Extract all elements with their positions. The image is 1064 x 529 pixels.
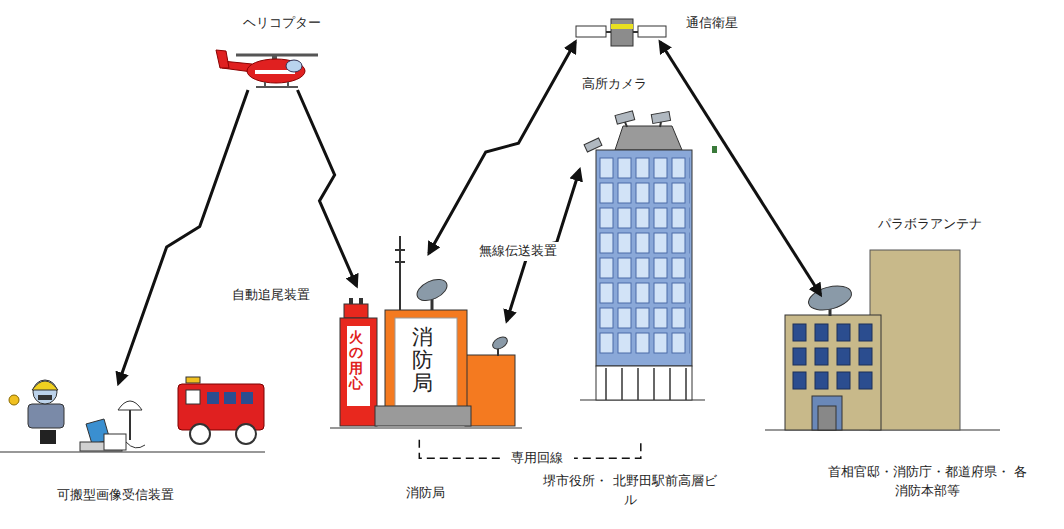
radio-link <box>118 90 248 384</box>
node-label: ヘリコプター <box>243 14 333 33</box>
city-hall-tower-icon <box>584 111 717 400</box>
fire-truck-icon <box>178 377 264 444</box>
government-building-node: 首相官邸・消防庁・都道府県・ 各消防本部等 <box>775 215 1060 500</box>
node-label: 堺市役所・ 北野田駅前高層ビル <box>540 472 720 510</box>
portable-receiver-icon <box>9 380 145 451</box>
radio-link <box>660 42 821 295</box>
callout-label: 高所カメラ <box>582 75 672 94</box>
vertical-sign: 火の用心 <box>349 330 363 392</box>
node-label: 可搬型画像受信装置 <box>20 486 210 505</box>
node-label: 首相官邸・消防庁・都道府県・ 各消防本部等 <box>825 463 1030 501</box>
vertical-sign: 消防局 <box>412 326 433 395</box>
satellite-node: 通信衛星 <box>570 8 750 53</box>
helicopter-node: ヘリコプター <box>215 10 325 90</box>
radio-link <box>429 42 576 254</box>
fire-station-node: 火の用心消防局消防局 <box>330 240 520 510</box>
callout-label: 自動追尾装置 <box>232 286 332 305</box>
portable-receiver-node: 可搬型画像受信装置 <box>5 370 275 505</box>
callout-label: パラボラアンテナ <box>878 215 1008 234</box>
government-building-icon <box>785 250 960 430</box>
radio-link <box>298 90 357 286</box>
node-label: 消防局 <box>330 484 520 503</box>
edge-label: 無線伝送装置 <box>470 242 566 261</box>
helicopter-icon <box>216 50 318 87</box>
satellite-icon <box>576 19 666 46</box>
node-label: 通信衛星 <box>686 14 756 33</box>
edge-label: 専用回線 <box>500 449 574 468</box>
fire-station-icon <box>340 236 515 426</box>
